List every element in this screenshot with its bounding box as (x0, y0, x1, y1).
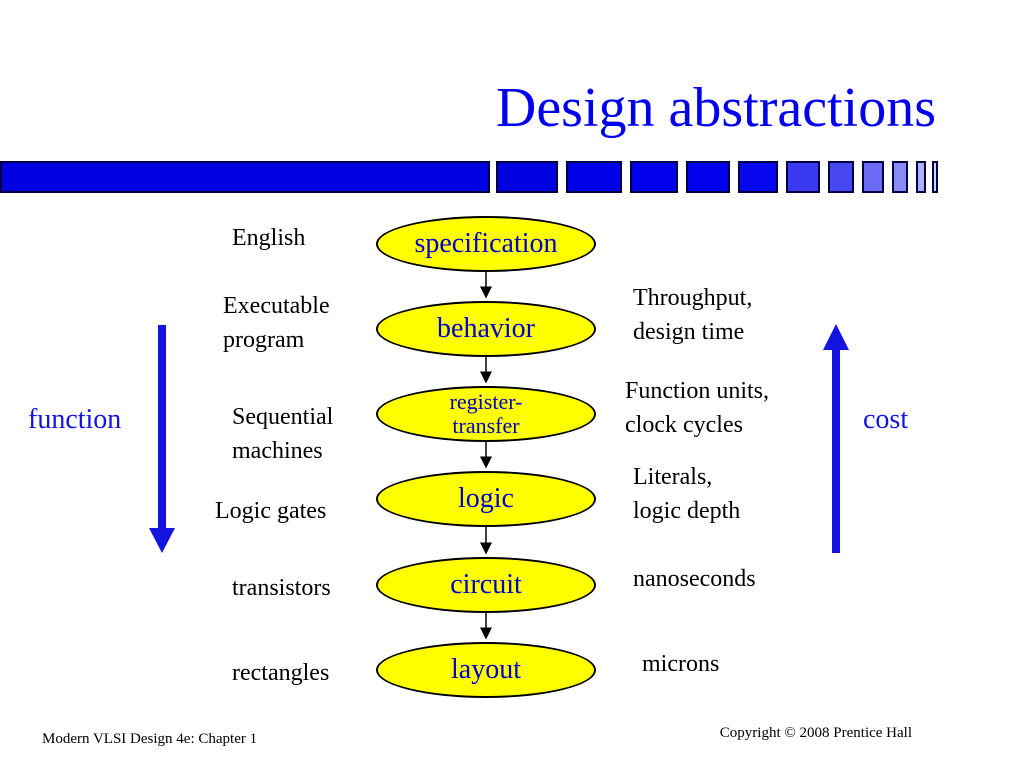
footer-right: Copyright © 2008 Prentice Hall (719, 725, 912, 741)
node-logic: logic (376, 471, 596, 527)
left-label-english: English (232, 225, 306, 251)
right-label-clock-cycles: clock cycles (625, 412, 743, 438)
left-label-transistors: transistors (232, 575, 331, 601)
slide-title: Design abstractions (495, 77, 936, 139)
cost-arrow (823, 324, 849, 553)
left-label-sequential: Sequential (232, 404, 334, 430)
node-register-transfer: register- transfer (376, 386, 596, 442)
node-layout: layout (376, 642, 596, 698)
right-label-function-units: Function units, (625, 378, 770, 404)
right-label-microns: microns (642, 651, 720, 677)
left-label-executable: Executable (223, 293, 330, 319)
right-label-nanoseconds: nanoseconds (633, 566, 756, 592)
footer-left: Modern VLSI Design 4e: Chapter 1 (42, 731, 258, 747)
function-arrow (149, 325, 175, 553)
left-label-logic-gates: Logic gates (215, 498, 327, 524)
node-circuit: circuit (376, 557, 596, 613)
right-label-literals: Literals, (633, 464, 713, 490)
left-label-program: program (223, 327, 305, 353)
right-label-throughput: Throughput, (633, 285, 753, 311)
left-label-rectangles: rectangles (232, 660, 330, 686)
node-line: register- (449, 389, 523, 414)
function-label: function (28, 404, 122, 435)
right-label-design-time: design time (633, 319, 745, 345)
node-line: transfer (452, 413, 520, 438)
cost-label: cost (863, 404, 909, 435)
node-specification: specification (376, 216, 596, 272)
node-behavior: behavior (376, 301, 596, 357)
right-label-logic-depth: logic depth (633, 498, 741, 524)
left-label-machines: machines (232, 438, 323, 464)
